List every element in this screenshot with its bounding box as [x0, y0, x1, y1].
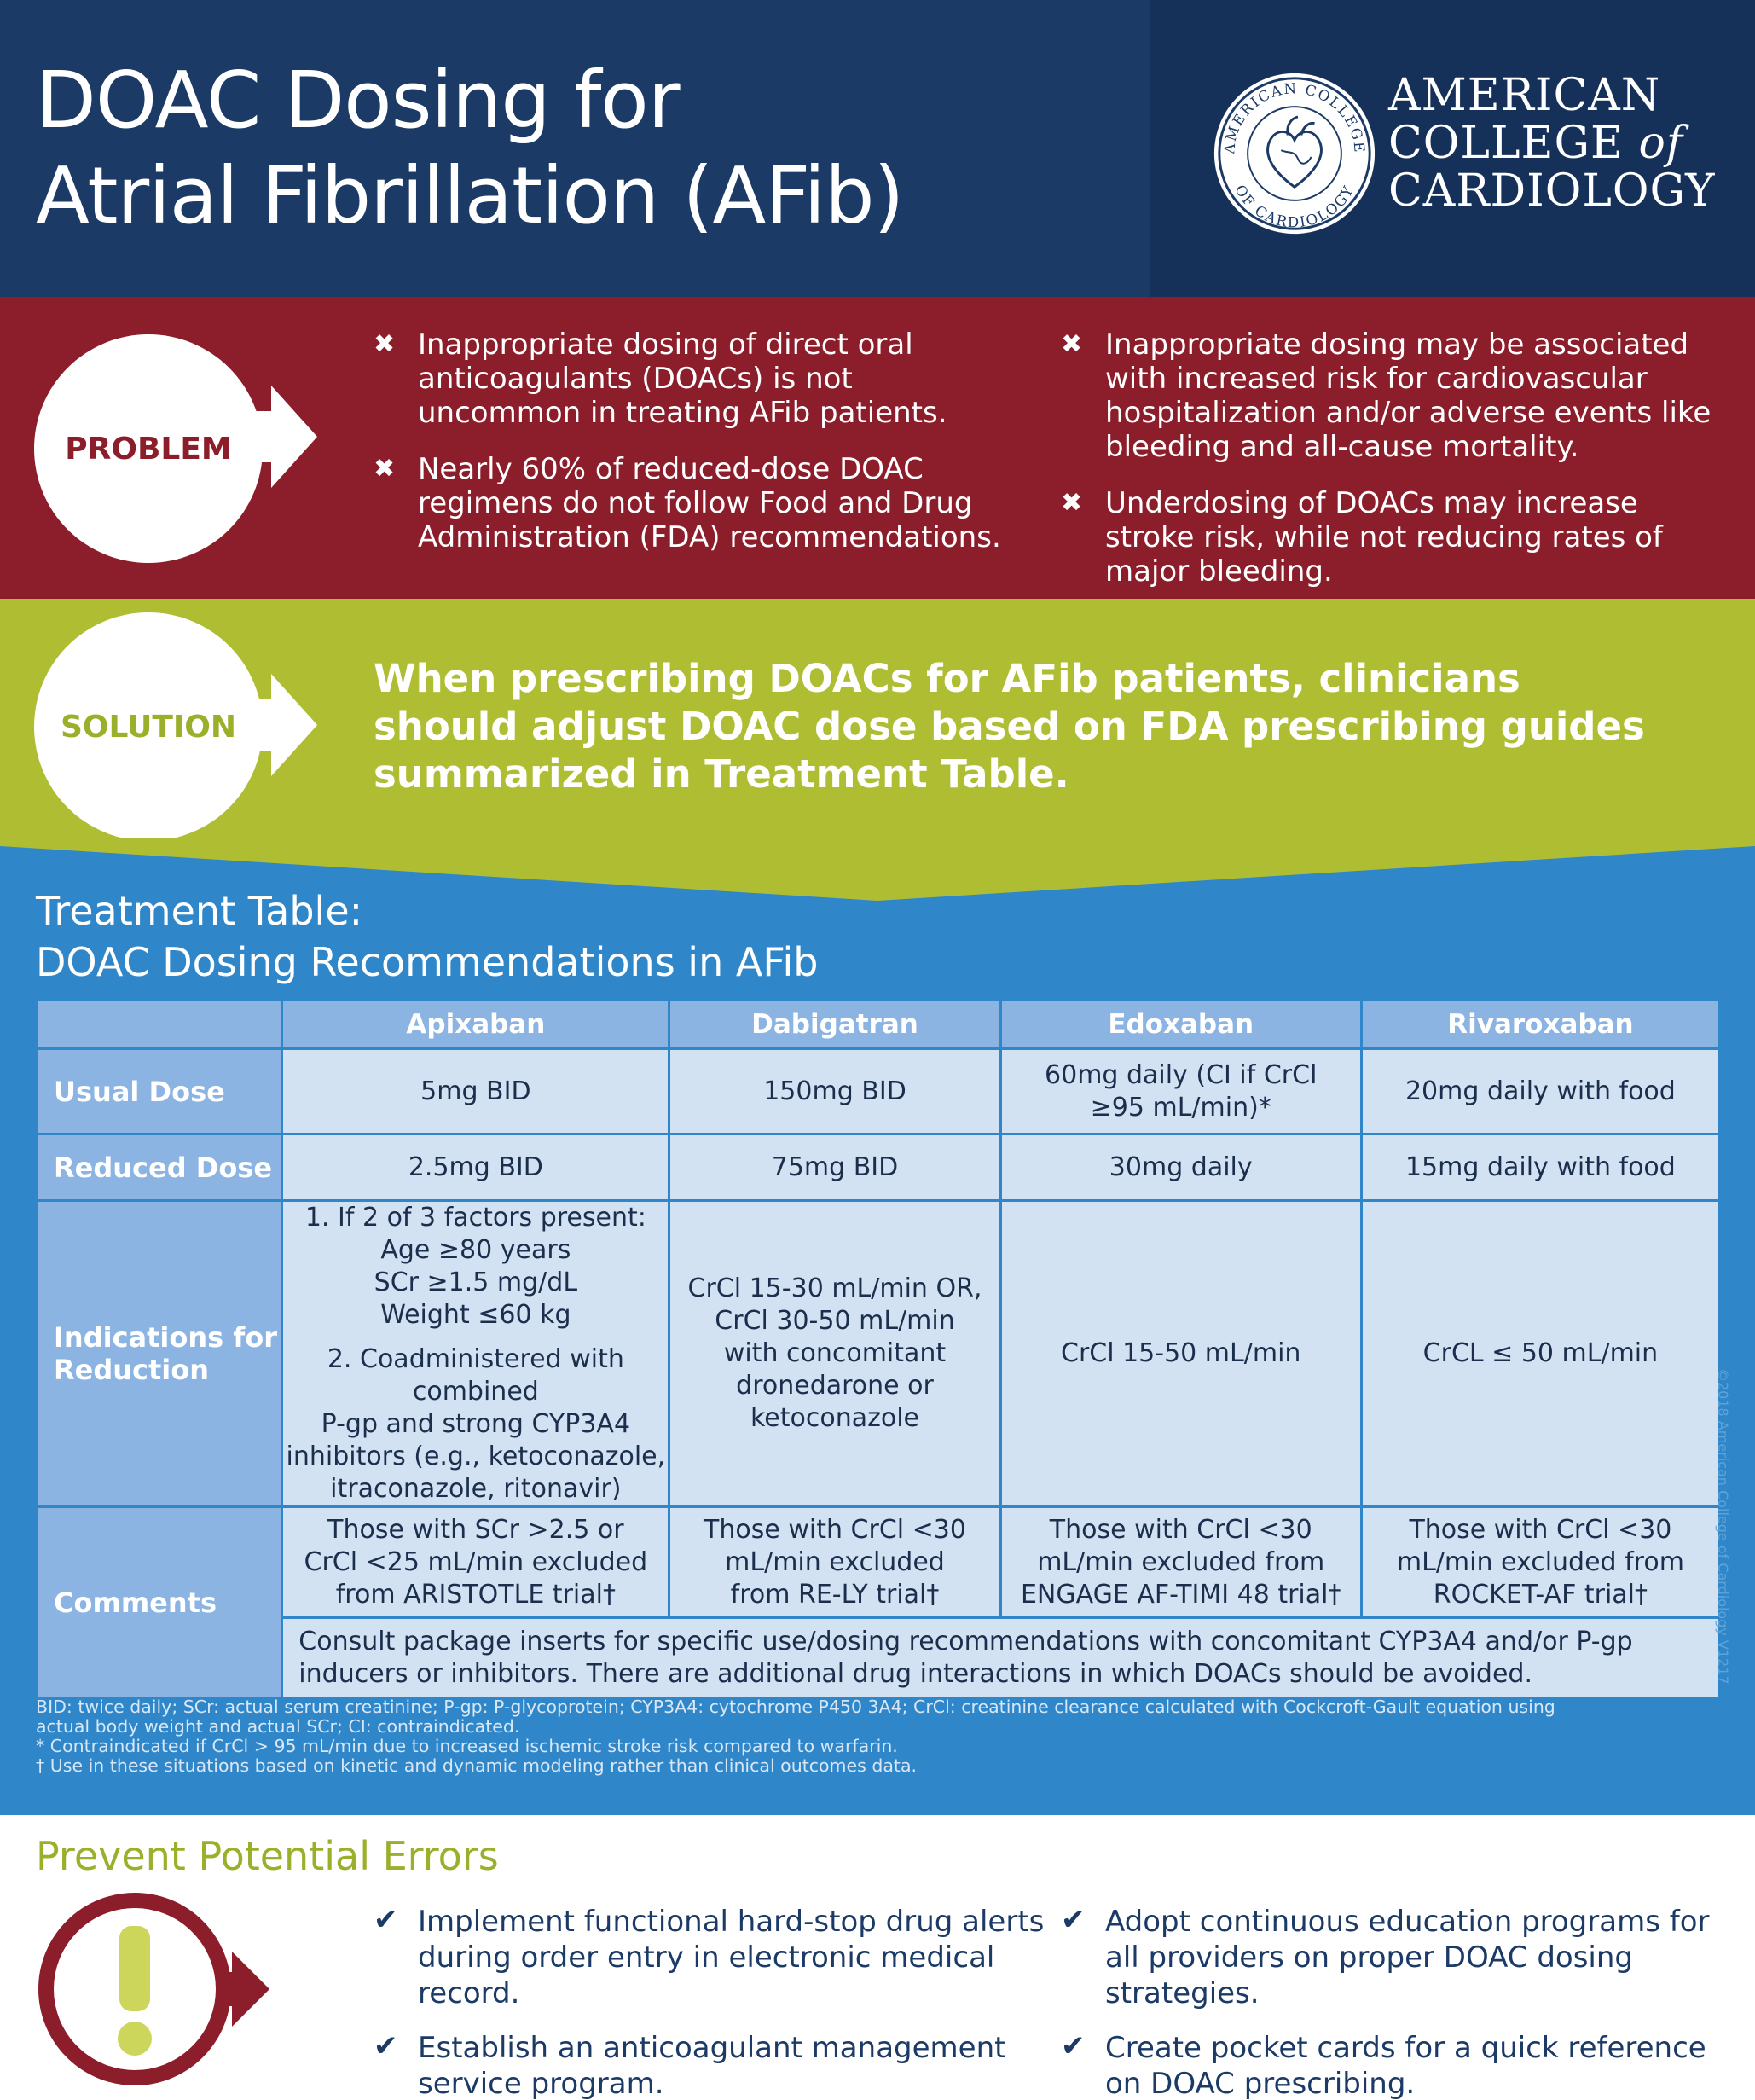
x-mark-icon: ✖	[1061, 329, 1083, 359]
problem-bullet: ✖Nearly 60% of reduced-dose DOAC regimen…	[374, 452, 1001, 554]
problem-bullet: ✖Inappropriate dosing of direct oral ant…	[374, 328, 947, 430]
acc-seal-icon: AMERICAN COLLEGE OF CARDIOLOGY	[1213, 73, 1376, 235]
title-line-2: Atrial Fibrillation (AFib)	[36, 150, 904, 241]
copyright-notice: ©2018 American College of Cardiology V12…	[1715, 1368, 1731, 1685]
prevent-column-right: ✔Adopt continuous education programs for…	[1061, 1903, 1735, 2100]
table-row-indications: Indications for Reduction 1. If 2 of 3 f…	[35, 1199, 1722, 1508]
x-mark-icon: ✖	[374, 454, 396, 484]
table-cell: CrCL ≤ 50 mL/min	[1359, 1199, 1722, 1508]
prevent-item: ✔Adopt continuous education programs for…	[1061, 1903, 1710, 2010]
x-mark-icon: ✖	[1061, 488, 1083, 518]
table-cell-dabigatran-indications: CrCl 15-30 mL/min OR, CrCl 30-50 mL/min …	[668, 1199, 1002, 1508]
table-cell: CrCl 15-50 mL/min	[999, 1199, 1363, 1508]
problem-column-right: ✖Inappropriate dosing may be associated …	[1061, 328, 1735, 611]
table-cell: 20mg daily with food	[1359, 1047, 1722, 1135]
solution-label: SOLUTION	[60, 710, 237, 745]
table-row-comments: Comments Those with SCr >2.5 or CrCl <25…	[35, 1505, 1722, 1700]
table-cell: 15mg daily with food	[1359, 1133, 1722, 1202]
prevent-errors-title: Prevent Potential Errors	[36, 1833, 499, 1879]
org-line-2-college: COLLEGE	[1388, 118, 1624, 169]
column-header-apixaban: Apixaban	[281, 998, 671, 1050]
problem-bullet: ✖Underdosing of DOACs may increase strok…	[1061, 486, 1663, 589]
prevent-column-left: ✔Implement functional hard-stop drug ale…	[374, 1903, 1047, 2100]
problem-column-left: ✖Inappropriate dosing of direct oral ant…	[374, 328, 1005, 577]
checkmark-icon: ✔	[374, 1903, 398, 1937]
table-title-line-2: DOAC Dosing Recommendations in AFib	[36, 939, 819, 985]
table-cell: 150mg BID	[668, 1047, 1002, 1135]
table-footnotes: BID: twice daily; SCr: actual serum crea…	[36, 1697, 1690, 1776]
row-header-reduced-dose: Reduced Dose	[35, 1133, 284, 1202]
table-cell: 30mg daily	[999, 1133, 1363, 1202]
checkmark-icon: ✔	[1061, 2029, 1086, 2063]
problem-arrow-icon	[246, 386, 317, 488]
row-header-indications: Indications for Reduction	[35, 1199, 284, 1508]
prevent-item: ✔Establish an anticoagulant management s…	[374, 2029, 1006, 2100]
row-header-usual-dose: Usual Dose	[35, 1047, 284, 1135]
prevent-item: ✔Create pocket cards for a quick referen…	[1061, 2029, 1706, 2100]
table-cell: 5mg BID	[281, 1047, 671, 1135]
table-cell: Those with CrCl <30 mL/min excluded from…	[999, 1505, 1363, 1619]
page-title: DOAC Dosing for Atrial Fibrillation (AFi…	[36, 53, 904, 244]
org-line-3: CARDIOLOGY	[1388, 165, 1716, 217]
problem-label: PROBLEM	[65, 432, 232, 467]
table-cell: 75mg BID	[668, 1133, 1002, 1202]
organization-name: AMERICAN COLLEGE of CARDIOLOGY	[1388, 72, 1715, 215]
table-cell: 60mg daily (CI if CrCl ≥95 mL/min)*	[999, 1047, 1363, 1135]
solution-circle: SOLUTION	[34, 612, 263, 841]
problem-bullet: ✖Inappropriate dosing may be associated …	[1061, 328, 1712, 464]
org-line-1: AMERICAN	[1388, 70, 1661, 121]
table-cell: Those with CrCl <30 mL/min excluded from…	[668, 1505, 1002, 1619]
section-chevron-divider	[0, 838, 1755, 901]
solution-arrow-icon	[246, 674, 317, 776]
table-cell: Those with CrCl <30 mL/min excluded from…	[1359, 1505, 1722, 1619]
treatment-table-title: Treatment Table: DOAC Dosing Recommendat…	[36, 885, 818, 988]
column-header-dabigatran: Dabigatran	[668, 998, 1002, 1050]
table-cell-apixaban-indications: 1. If 2 of 3 factors present: Age ≥80 ye…	[281, 1199, 671, 1508]
doac-dosing-table: Apixaban Dabigatran Edoxaban Rivaroxaban…	[35, 998, 1722, 1700]
table-cell: 2.5mg BID	[281, 1133, 671, 1202]
footnote: * Contraindicated if CrCl > 95 mL/min du…	[36, 1736, 898, 1756]
solution-statement: When prescribing DOACs for AFib patients…	[374, 656, 1645, 797]
table-corner-cell	[35, 998, 284, 1050]
org-line-2-of: of	[1638, 118, 1684, 169]
table-row-reduced-dose: Reduced Dose 2.5mg BID 75mg BID 30mg dai…	[35, 1133, 1722, 1202]
column-header-rivaroxaban: Rivaroxaban	[1359, 998, 1722, 1050]
org-line-2: COLLEGE of	[1388, 119, 1715, 167]
table-cell: Those with SCr >2.5 or CrCl <25 mL/min e…	[281, 1505, 671, 1619]
problem-circle: PROBLEM	[34, 334, 263, 563]
table-header-row: Apixaban Dabigatran Edoxaban Rivaroxaban	[35, 998, 1722, 1050]
table-title-line-1: Treatment Table:	[36, 888, 363, 934]
footnote: † Use in these situations based on kinet…	[36, 1755, 918, 1776]
column-header-edoxaban: Edoxaban	[999, 998, 1363, 1050]
checkmark-icon: ✔	[374, 2029, 398, 2063]
table-row-usual-dose: Usual Dose 5mg BID 150mg BID 60mg daily …	[35, 1047, 1722, 1135]
footnote: BID: twice daily; SCr: actual serum crea…	[36, 1697, 1555, 1717]
row-header-comments: Comments	[35, 1505, 284, 1700]
prevent-item: ✔Implement functional hard-stop drug ale…	[374, 1903, 1045, 2010]
x-mark-icon: ✖	[374, 329, 396, 359]
checkmark-icon: ✔	[1061, 1903, 1086, 1937]
table-note-cell: Consult package inserts for specific use…	[281, 1616, 1721, 1700]
footnote: actual body weight and actual SCr; CI: c…	[36, 1716, 520, 1737]
title-line-1: DOAC Dosing for	[36, 55, 681, 146]
table-row-comments-note: Consult package inserts for specific use…	[38, 1616, 1721, 1700]
exclamation-icon	[38, 1893, 269, 2085]
